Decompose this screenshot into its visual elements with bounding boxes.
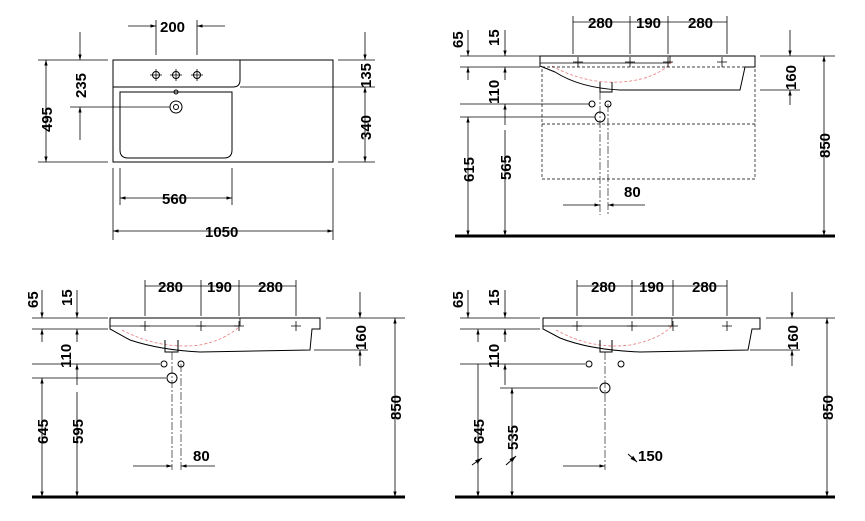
dim-waste-offset: 110 xyxy=(486,80,503,104)
dim-tap-depth: 235 xyxy=(73,73,90,98)
dim-apron: 160 xyxy=(353,325,370,350)
dim-top-height: 850 xyxy=(388,395,405,420)
dim-floor-to-lower: 645 xyxy=(471,419,488,444)
dim-total-width: 1050 xyxy=(205,224,238,241)
dim-waste-offset-x: 80 xyxy=(193,448,210,465)
bowl-plan xyxy=(119,91,233,159)
dim-floor-to-lower: 615 xyxy=(461,157,478,182)
dim-waste-offset: 110 xyxy=(58,344,75,368)
overflow-icon xyxy=(173,89,179,95)
dim-spacing-right: 280 xyxy=(258,279,283,296)
dim-thickness: 65 xyxy=(450,291,467,308)
dim-waste-offset-x: 150 xyxy=(638,448,663,465)
dim-bowl-depth: 340 xyxy=(358,115,375,140)
side-view-1: 280 190 280 65 15 110 615 565 160 850 80 xyxy=(450,15,835,238)
dim-spacing-left: 280 xyxy=(158,279,183,296)
waste-outlet-icon xyxy=(169,100,183,114)
tap-hole-icon xyxy=(140,321,301,331)
side-view-3: 280 190 280 65 15 110 645 535 160 850 15… xyxy=(450,279,837,499)
basin-side-profile xyxy=(542,317,761,353)
basin-plan-outline xyxy=(112,59,334,163)
dim-floor-to-waste: 535 xyxy=(505,425,522,450)
dim-floor-to-waste: 565 xyxy=(498,155,515,180)
basin-side-profile xyxy=(539,55,756,91)
dim-spacing-right: 280 xyxy=(688,15,713,32)
dim-spacing-mid: 190 xyxy=(639,279,664,296)
dim-floor-to-waste: 595 xyxy=(70,419,87,444)
cabinet-outline xyxy=(541,66,756,180)
basin-side-profile xyxy=(109,317,321,353)
dim-apron: 160 xyxy=(783,65,800,90)
dim-thickness: 65 xyxy=(25,291,42,308)
dim-rim: 15 xyxy=(486,29,503,46)
dim-spacing-left: 280 xyxy=(588,15,613,32)
side-view-2: 280 190 280 65 15 110 645 595 160 850 80 xyxy=(25,279,405,499)
dim-top-height: 850 xyxy=(817,133,834,158)
tap-hole-icon xyxy=(150,69,203,81)
dim-total-depth: 495 xyxy=(39,107,56,132)
dim-spacing-mid: 190 xyxy=(636,15,661,32)
dim-floor-to-lower: 645 xyxy=(35,419,52,444)
tap-hole-icon xyxy=(573,57,727,67)
dim-top-height: 850 xyxy=(820,395,837,420)
dim-apron: 160 xyxy=(785,325,802,350)
dim-thickness: 65 xyxy=(450,31,467,48)
dim-spacing-left: 280 xyxy=(591,279,616,296)
dim-spacing-mid: 190 xyxy=(207,279,232,296)
dim-bowl-width: 560 xyxy=(162,191,187,208)
dim-shelf-depth: 135 xyxy=(358,63,375,88)
dim-waste-offset-x: 80 xyxy=(624,184,641,201)
dim-waste-offset: 110 xyxy=(486,344,503,368)
top-view: 200 495 235 135 340 560 1050 xyxy=(38,19,375,241)
dim-spacing-right: 280 xyxy=(692,279,717,296)
tap-hole-icon xyxy=(572,321,732,331)
dim-rim: 15 xyxy=(59,289,76,306)
dim-rim: 15 xyxy=(486,289,503,306)
dim-tap-spacing: 200 xyxy=(160,19,185,36)
tap-deck xyxy=(113,59,241,88)
